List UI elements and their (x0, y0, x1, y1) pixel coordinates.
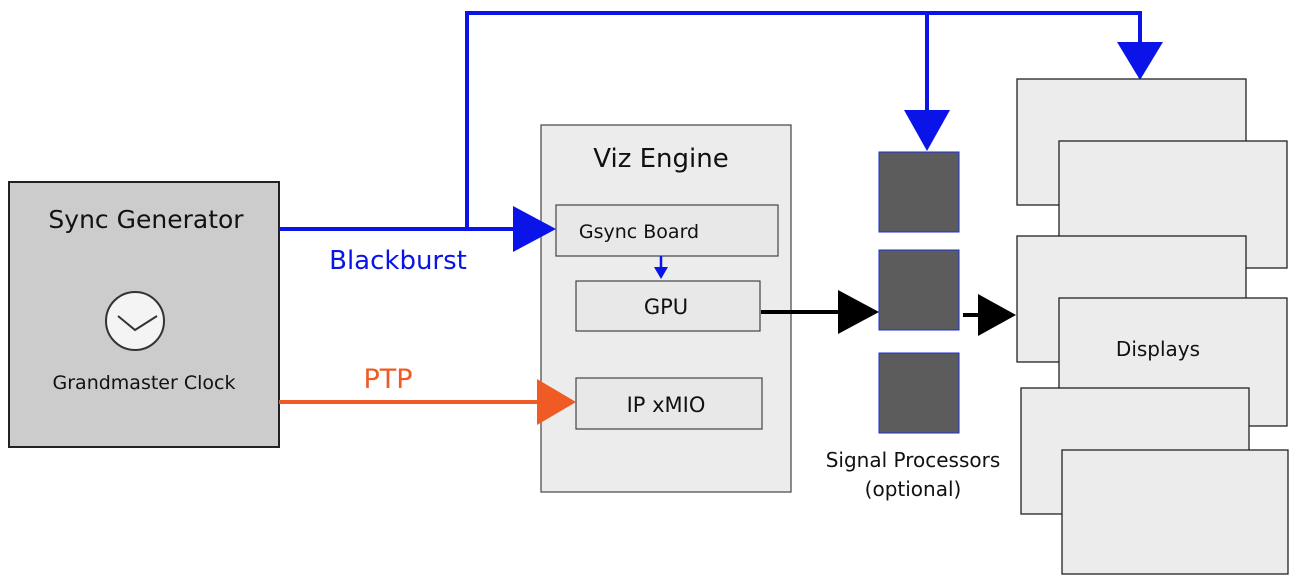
blackburst-lines (279, 11, 1163, 252)
sync-generator-title: Sync Generator (48, 205, 244, 234)
displays (1016, 78, 1289, 575)
ptp-label: PTP (363, 364, 412, 395)
signal-processors (878, 151, 960, 434)
gpu-label: GPU (644, 295, 688, 319)
processors-sync-arrowhead (904, 110, 950, 151)
displays-label: Displays (1116, 337, 1200, 361)
ptp-arrowhead (537, 379, 576, 425)
ip-xmio-box: IP xMIO (575, 377, 763, 430)
signal-processor-1 (878, 151, 960, 233)
signal-processor-3 (878, 352, 960, 434)
gpu-box: GPU (575, 280, 761, 332)
gsync-board-box: Gsync Board (555, 204, 779, 257)
grandmaster-clock-label: Grandmaster Clock (53, 372, 236, 394)
signal-processor-2 (878, 249, 960, 331)
viz-engine-title: Viz Engine (593, 144, 728, 174)
processor-to-displays-arrow (963, 294, 1016, 336)
signal-processors-optional-label: (optional) (865, 477, 962, 501)
gsync-to-gpu-arrow (654, 256, 668, 279)
blackburst-arrowhead (513, 206, 556, 252)
blackburst-label: Blackburst (329, 246, 467, 276)
displays-sync-arrowhead (1117, 42, 1163, 80)
gpu-to-processor-arrow (761, 290, 879, 334)
signal-processors-label: Signal Processors (826, 448, 1001, 472)
display-6 (1061, 449, 1289, 575)
sync-generator-box: Sync Generator Grandmaster Clock (8, 181, 280, 448)
ip-xmio-label: IP xMIO (627, 393, 706, 417)
gsync-board-label: Gsync Board (579, 221, 699, 243)
clock-icon (105, 291, 165, 351)
viz-engine-box: Viz Engine Gsync Board GPU IP xMIO (540, 124, 792, 493)
ptp-line (279, 379, 576, 425)
